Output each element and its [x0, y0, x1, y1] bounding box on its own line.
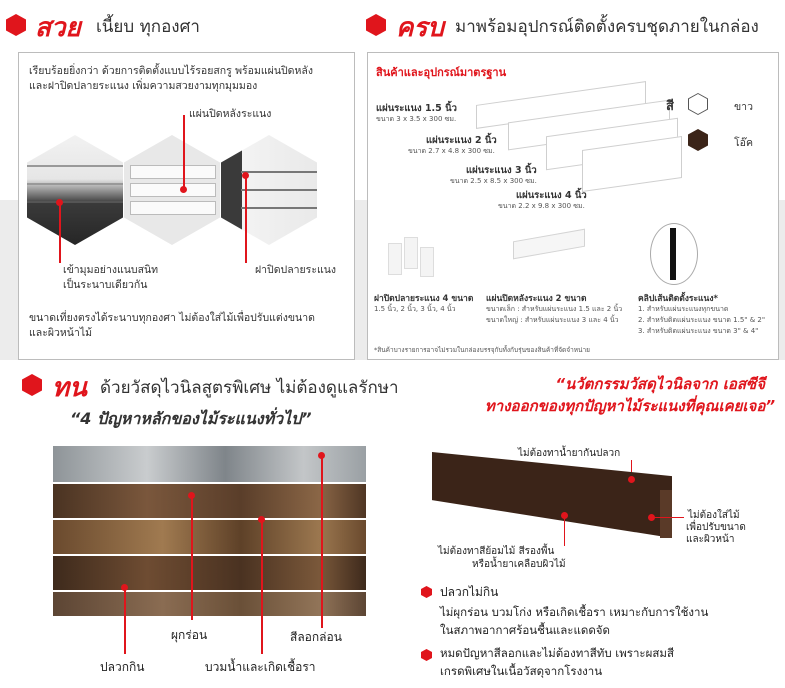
- callout-line: [631, 460, 632, 480]
- callout-line: [564, 516, 565, 546]
- section1-intro-1: เรียบร้อยยิ่งกว่า ด้วยการติดตั้งแบบไร้รอ…: [29, 65, 313, 77]
- callout-dot: [56, 199, 63, 206]
- section2-title: มาพร้อมอุปกรณ์ติดตั้งครบชุดภายในกล่อง: [455, 17, 759, 37]
- vinyl-slat-end: [660, 490, 672, 538]
- section2-subtitle: สินค้าและอุปกรณ์มาตรฐาน: [376, 66, 507, 79]
- oak-color-label: โอ๊ค: [734, 137, 753, 149]
- section1-title-red: สวย: [35, 13, 81, 43]
- termite-label: ปลวกกิน: [100, 660, 145, 674]
- bullet1-title: ปลวกไม่กิน: [440, 585, 499, 599]
- section3-title: ด้วยวัสดุไวนิลสูตรพิเศษ ไม่ต้องดูแลรักษา: [100, 378, 399, 398]
- callout-line: [654, 517, 684, 518]
- end-cap-label: ฝาปิดปลายระแนง: [255, 264, 337, 276]
- back-cover-label: แผ่นปิดหลังระแนง: [189, 108, 272, 120]
- callout-dot: [628, 476, 635, 483]
- no-paint-label-2: หรือน้ำยาเคลือบผิวไม้: [472, 559, 566, 570]
- bullet-hex-icon: [421, 649, 432, 661]
- callout-dot: [648, 514, 655, 521]
- swell-label: บวมน้ำและเกิดเชื้อรา: [205, 660, 316, 674]
- section2-panel: สินค้าและอุปกรณ์มาตรฐาน แผ่นระแนง 1.5 นิ…: [367, 52, 779, 360]
- callout-line: [261, 520, 263, 654]
- join-label-1: เข้ามุมอย่างแนบสนิท: [63, 264, 159, 276]
- no-termite-label: ไม่ต้องทาน้ำยากันปลวก: [518, 448, 621, 459]
- callout-line: [59, 203, 61, 263]
- bullet-hex-icon: [421, 586, 432, 598]
- white-color-label: ขาว: [734, 101, 753, 113]
- section1-title: เนี้ยบ ทุกองศา: [96, 17, 200, 37]
- no-wood-label-2: เพื่อปรับขนาด: [686, 522, 746, 533]
- accessory-1-title: ฝาปิดปลายระแนง 4 ขนาด: [374, 294, 474, 304]
- rot-label: ผุกร่อน: [171, 628, 208, 642]
- callout-dot: [242, 172, 249, 179]
- accessory-2-desc-2: ขนาดใหญ่ : สำหรับแผ่นระแนง 3 และ 4 นิ้ว: [486, 316, 619, 324]
- peel-label: สีลอกล่อน: [290, 630, 342, 644]
- clip-product-image: [650, 223, 698, 285]
- section3-title-red: ทน: [52, 373, 87, 403]
- bullet2-desc-1: หมดปัญหาสีลอกและไม่ต้องทาสีทับ เพราะผสมส…: [440, 646, 674, 660]
- callout-dot: [258, 516, 265, 523]
- accessory-3-desc-3: 3. สำหรับติดแผ่นระแนง ขนาด 3" & 4": [638, 327, 759, 335]
- bullet1-desc-2: ในสภาพอากาศร้อนชื้นและแดดจัด: [440, 623, 611, 637]
- callout-dot: [318, 452, 325, 459]
- oak-swatch-icon: [688, 129, 708, 151]
- callout-dot: [561, 512, 568, 519]
- slat-3-size: ขนาด 2.5 x 8.5 x 300 ซม.: [450, 177, 537, 185]
- callout-line: [124, 588, 126, 654]
- vinyl-slat-image: [432, 452, 672, 538]
- section3-subtitle: “4 ปัญหาหลักของไม้ระแนงทั่วไป”: [70, 409, 312, 428]
- accessory-3-title: คลิปเส้นติดตั้งระแนง*: [638, 294, 718, 304]
- accessory-2-title: แผ่นปิดหลังระแนง 2 ขนาด: [486, 294, 587, 304]
- back-cover-product-image: [513, 228, 585, 260]
- accessory-3-desc-1: 1. สำหรับแผ่นระแนงทุกขนาด: [638, 305, 729, 313]
- callout-dot: [121, 584, 128, 591]
- join-label-2: เป็นระนาบเดียวกัน: [63, 279, 148, 291]
- section2-note: *สินค้าบางรายการอาจไม่รวมในกล่องบรรจุกับ…: [374, 346, 590, 354]
- no-wood-label-1: ไม่ต้องใส่ไม้: [688, 510, 740, 521]
- wood-plank: [53, 520, 366, 554]
- no-wood-label-3: และผิวหน้า: [686, 534, 735, 545]
- callout-line: [191, 496, 193, 620]
- wood-plank: [53, 556, 366, 590]
- slat-1-size: ขนาด 3 x 3.5 x 300 ซม.: [376, 115, 457, 123]
- slat-2-size: ขนาด 2.7 x 4.8 x 300 ซม.: [408, 147, 495, 155]
- callout-dot: [188, 492, 195, 499]
- corner-join-image: [27, 135, 123, 245]
- white-swatch-icon: [688, 93, 708, 115]
- callout-line: [321, 456, 323, 628]
- callout-dot: [180, 186, 187, 193]
- slat-3-name: แผ่นระแนง 3 นิ้ว: [466, 165, 537, 176]
- bullet-hex-icon: [366, 14, 386, 36]
- wood-plank: [53, 446, 366, 482]
- section1-footer-2: และผิวหน้าไม้: [29, 327, 93, 339]
- slat-4-size: ขนาด 2.2 x 9.8 x 300 ซม.: [498, 202, 585, 210]
- slat-2-name: แผ่นระแนง 2 นิ้ว: [426, 135, 497, 146]
- back-cover-image: [124, 135, 220, 245]
- callout-line: [183, 115, 185, 190]
- bullet2-desc-2: เกรดพิเศษในเนื้อวัสดุจากโรงงาน: [440, 664, 603, 678]
- end-cap-image: [221, 135, 317, 245]
- wood-plank: [53, 484, 366, 518]
- headline-2: ทางออกของทุกปัญหาไม้ระแนงที่คุณเคยเจอ”: [484, 397, 775, 415]
- bullet-hex-icon: [6, 14, 26, 36]
- wood-plank: [53, 592, 366, 616]
- headline-1: “นวัตกรรมวัสดุไวนิลจาก เอสซีจี: [555, 375, 765, 393]
- end-cap-product-image: [388, 233, 444, 277]
- callout-line: [245, 175, 247, 263]
- section1-panel: เรียบร้อยยิ่งกว่า ด้วยการติดตั้งแบบไร้รอ…: [18, 52, 355, 360]
- accessory-3-desc-2: 2. สำหรับติดแผ่นระแนง ขนาด 1.5" & 2": [638, 316, 766, 324]
- section1-intro-2: และฝาปิดปลายระแนง เพิ่มความสวยงามทุกมุมม…: [29, 80, 258, 92]
- no-paint-label-1: ไม่ต้องทาสีย้อมไม้ สีรองพื้น: [438, 546, 555, 557]
- color-label: สี: [666, 99, 674, 114]
- section1-footer-1: ขนาดเที่ยงตรงได้ระนาบทุกองศา ไม่ต้องใส่ไ…: [29, 312, 315, 324]
- slat-4-name: แผ่นระแนง 4 นิ้ว: [516, 190, 587, 201]
- accessory-2-desc-1: ขนาดเล็ก : สำหรับแผ่นระแนง 1.5 และ 2 นิ้…: [486, 305, 623, 313]
- slat-1-name: แผ่นระแนง 1.5 นิ้ว: [376, 103, 457, 114]
- bullet1-desc-1: ไม่ผุกร่อน บวมโก่ง หรือเกิดเชื้อรา เหมาะ…: [440, 605, 709, 619]
- bullet-hex-icon: [22, 374, 42, 396]
- section2-title-red: ครบ: [396, 13, 444, 43]
- accessory-1-desc: 1.5 นิ้ว, 2 นิ้ว, 3 นิ้ว, 4 นิ้ว: [374, 305, 456, 313]
